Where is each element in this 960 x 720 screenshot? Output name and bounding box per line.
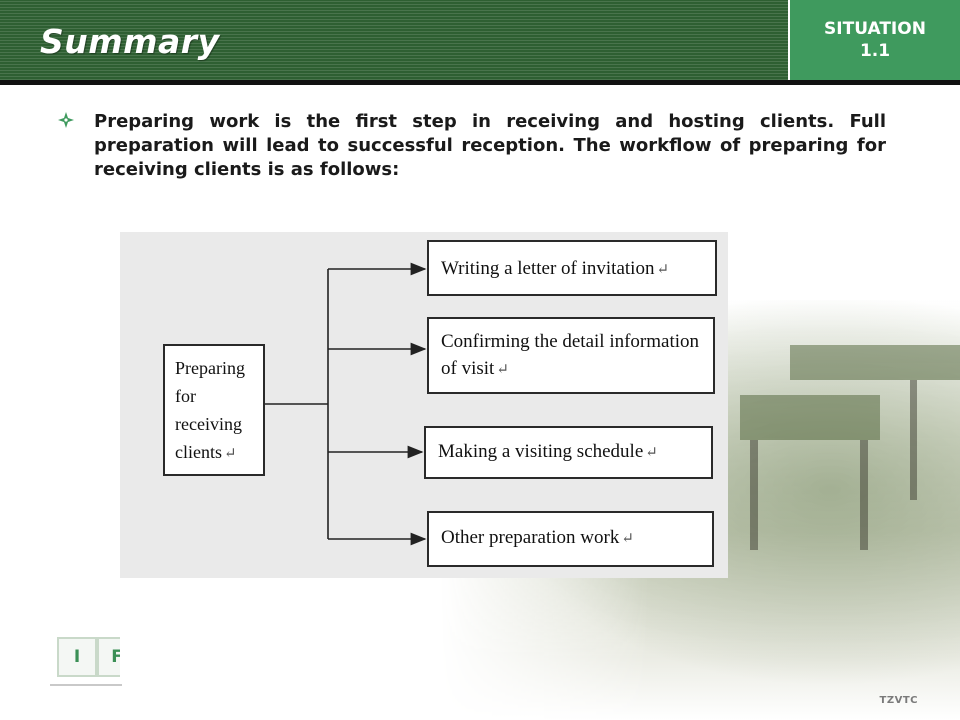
- step-node-other-work: Other preparation work↵: [427, 511, 714, 567]
- footer-label: TZVTC: [879, 695, 918, 706]
- situation-label: SITUATION: [824, 19, 926, 39]
- workflow-diagram: Preparing for receiving clients↵ Writing…: [120, 232, 728, 578]
- situation-number: 1.1: [859, 41, 891, 61]
- desk-leg-shape: [910, 380, 917, 500]
- step-node-schedule: Making a visiting schedule↵: [424, 426, 713, 479]
- step-label: Other preparation work: [441, 527, 620, 548]
- return-mark-icon: ↵: [496, 362, 509, 378]
- step-label: Making a visiting schedule: [438, 441, 644, 462]
- nav-tabs: I F: [57, 637, 120, 681]
- step-node-invitation: Writing a letter of invitation↵: [427, 240, 717, 296]
- desk-leg-shape: [860, 440, 868, 550]
- nav-underline: [50, 684, 122, 686]
- desk-shape: [790, 345, 960, 380]
- situation-badge: SITUATION 1.1: [790, 0, 960, 80]
- return-mark-icon: ↵: [224, 446, 237, 462]
- return-mark-icon: ↵: [621, 531, 634, 547]
- step-node-confirm-details: Confirming the detail information of vis…: [427, 317, 715, 394]
- nav-tab-2[interactable]: F: [97, 637, 120, 677]
- root-node: Preparing for receiving clients↵: [163, 344, 265, 476]
- page-title: Summary: [40, 22, 220, 61]
- return-mark-icon: ↵: [656, 262, 670, 278]
- header-bar: Summary: [0, 0, 788, 80]
- step-label: Confirming the detail information of vis…: [441, 331, 700, 379]
- header-divider: [0, 80, 960, 85]
- return-mark-icon: ↵: [645, 445, 658, 461]
- desk-leg-shape: [750, 440, 758, 550]
- root-node-label: Preparing for receiving clients: [175, 358, 245, 462]
- diamond-bullet-icon: [58, 112, 74, 128]
- diagram-connectors: [265, 262, 427, 546]
- step-label: Writing a letter of invitation: [441, 258, 655, 279]
- desk-shape: [740, 395, 880, 440]
- bullet-paragraph: Preparing work is the first step in rece…: [94, 111, 886, 180]
- nav-tab-1[interactable]: I: [57, 637, 97, 677]
